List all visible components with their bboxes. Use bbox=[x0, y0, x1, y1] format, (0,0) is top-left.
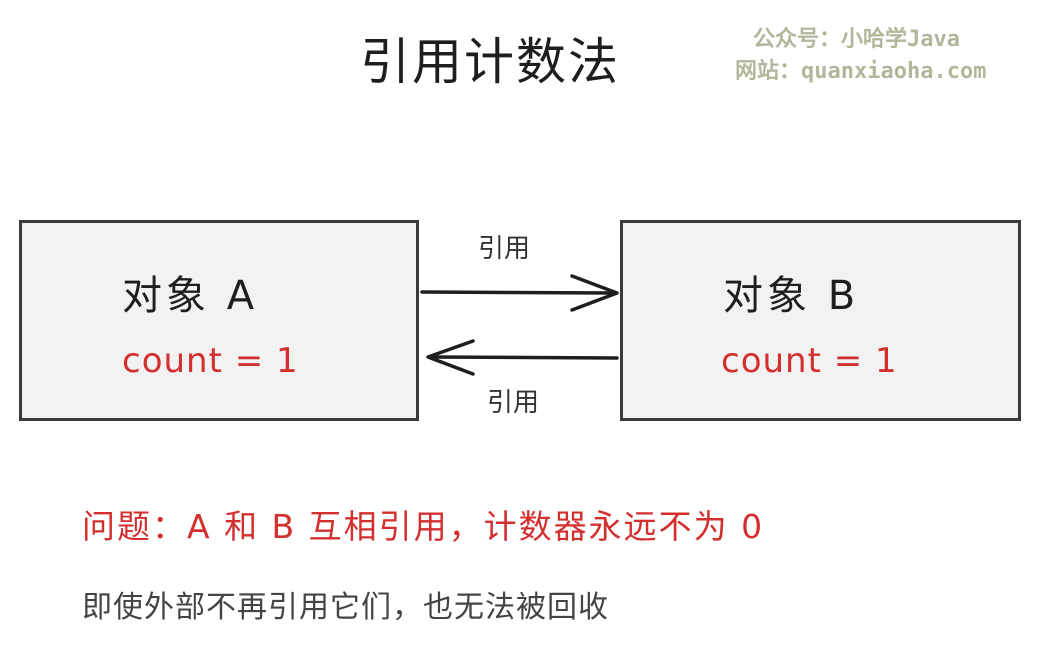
object-a-count: count = 1 bbox=[122, 341, 299, 381]
object-a-label: 对象 A bbox=[122, 273, 259, 319]
diagram-title: 引用计数法 bbox=[360, 33, 620, 91]
explanation-note: 即使外部不再引用它们，也无法被回收 bbox=[82, 590, 609, 625]
arrow-b-to-a bbox=[426, 339, 619, 376]
object-b-count: count = 1 bbox=[721, 341, 898, 381]
object-b-label: 对象 B bbox=[723, 273, 860, 319]
edge-label-b-to-a: 引用 bbox=[487, 388, 540, 418]
watermark-line-2: 网站：quanxiaoha.com bbox=[735, 59, 987, 84]
problem-statement: 问题：A 和 B 互相引用，计数器永远不为 0 bbox=[82, 507, 765, 546]
object-a-box: 对象 A count = 1 bbox=[19, 220, 419, 421]
arrow-a-to-b-head bbox=[570, 274, 619, 312]
arrow-b-to-a-line bbox=[428, 355, 619, 360]
edge-label-a-to-b: 引用 bbox=[478, 234, 531, 264]
arrow-a-to-b bbox=[420, 274, 619, 312]
arrow-b-to-a-head bbox=[426, 339, 475, 376]
object-b-box: 对象 B count = 1 bbox=[620, 220, 1021, 421]
watermark: 公众号：小哈学Java 网站：quanxiaoha.com bbox=[735, 24, 986, 88]
arrow-a-to-b-line bbox=[420, 290, 618, 295]
watermark-line-1: 公众号：小哈学Java bbox=[753, 27, 960, 52]
